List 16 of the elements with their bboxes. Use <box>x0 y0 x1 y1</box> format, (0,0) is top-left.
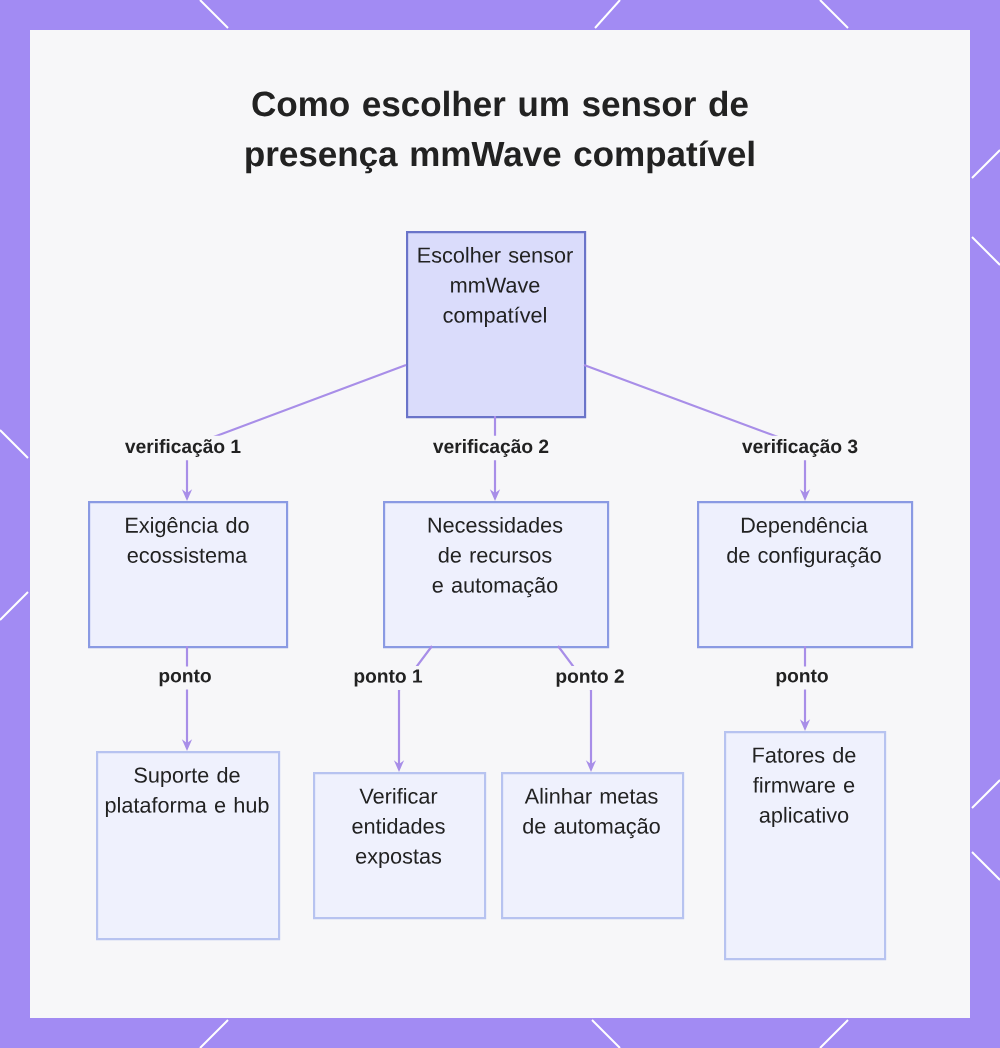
title: Como escolher um sensor de presença mmWave compatível <box>246 90 754 174</box>
process-box: Exigência do ecossistema <box>88 501 289 649</box>
process-box: Fatores de firmware e aplicativo <box>724 731 887 961</box>
edge-label: verificação 1 <box>121 435 245 461</box>
process-box: Suporte de plataforma e hub <box>96 751 281 941</box>
edge-label: ponto <box>155 666 215 690</box>
edge-label: ponto 2 <box>552 666 628 690</box>
process-box: Alinhar metas de automação <box>501 772 685 920</box>
process-box: Dependência de configuração <box>697 501 914 649</box>
edge-label: ponto 1 <box>350 666 426 690</box>
edge-label: verificação 2 <box>429 435 553 461</box>
edge-label: ponto <box>772 666 832 690</box>
process-box: Necessidades de recursos e automação <box>383 501 610 649</box>
process-box: Verificar entidades expostas <box>313 772 487 920</box>
process-box: Escolher sensor mmWave compatível <box>406 231 587 419</box>
edge-label: verificação 3 <box>738 435 862 461</box>
